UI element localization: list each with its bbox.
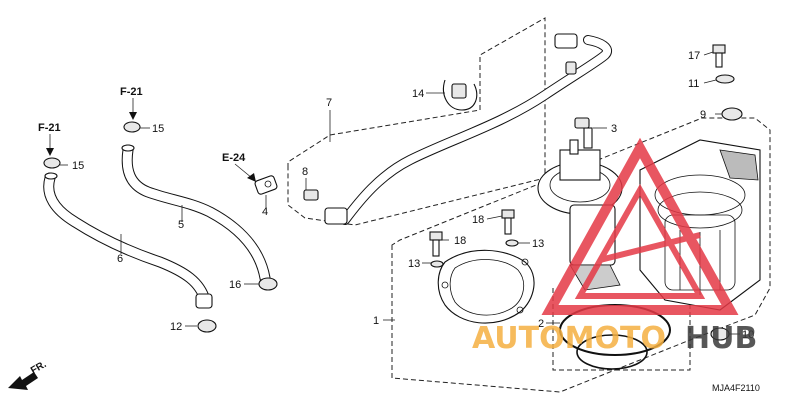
watermark-auto-text: AUTOMOTO (472, 321, 666, 356)
callout-10: 10 (742, 329, 754, 341)
clamps (43, 121, 278, 333)
hose-5 (121, 144, 271, 284)
ref-f21-right: F-21 (120, 86, 143, 98)
ref-f21-left: F-21 (38, 122, 61, 134)
callout-11: 11 (688, 78, 699, 90)
callout-2: 2 (538, 318, 544, 330)
connector-4 (254, 175, 278, 195)
callout-4: 4 (262, 206, 268, 218)
callout-1: 1 (373, 315, 379, 327)
watermark-logo: AUTOMOTO HUB (472, 137, 757, 356)
callout-18b: 18 (472, 214, 484, 226)
callout-5: 5 (178, 219, 184, 231)
callout-13b: 13 (532, 238, 544, 250)
callout-6: 6 (117, 253, 123, 265)
leader-lines (46, 51, 740, 335)
watermark-hub-text: HUB (685, 321, 757, 356)
callout-7: 7 (326, 97, 332, 109)
reference-labels: F-21 F-21 E-24 (38, 86, 246, 164)
callout-15b: 15 (72, 160, 84, 172)
ref-e24: E-24 (222, 152, 246, 164)
callout-3: 3 (611, 123, 617, 135)
gasket-plate (437, 249, 535, 324)
callout-16: 16 (229, 279, 241, 291)
callout-9: 9 (700, 109, 706, 121)
callout-8: 8 (302, 166, 308, 178)
watermark-triangle-icon (541, 137, 739, 315)
diagram-code: MJA4F2110 (712, 383, 760, 393)
fasteners (429, 44, 743, 341)
front-label: FR. (29, 359, 49, 377)
clip-14 (443, 79, 478, 111)
callout-15a: 15 (152, 123, 164, 135)
fuel-hose-7 (303, 33, 612, 225)
callout-12: 12 (170, 321, 182, 333)
hose-6 (43, 172, 213, 309)
callout-18a: 18 (454, 235, 466, 247)
callout-13a: 13 (408, 258, 420, 270)
callout-labels: 1 2 3 4 5 6 7 8 9 10 11 12 13 13 14 15 1… (72, 50, 754, 341)
front-direction-arrow: FR. (8, 359, 49, 390)
callout-17: 17 (688, 50, 700, 62)
callout-14: 14 (412, 88, 424, 100)
assembly-outlines (287, 17, 771, 393)
fuel-pump-unit (537, 61, 761, 311)
